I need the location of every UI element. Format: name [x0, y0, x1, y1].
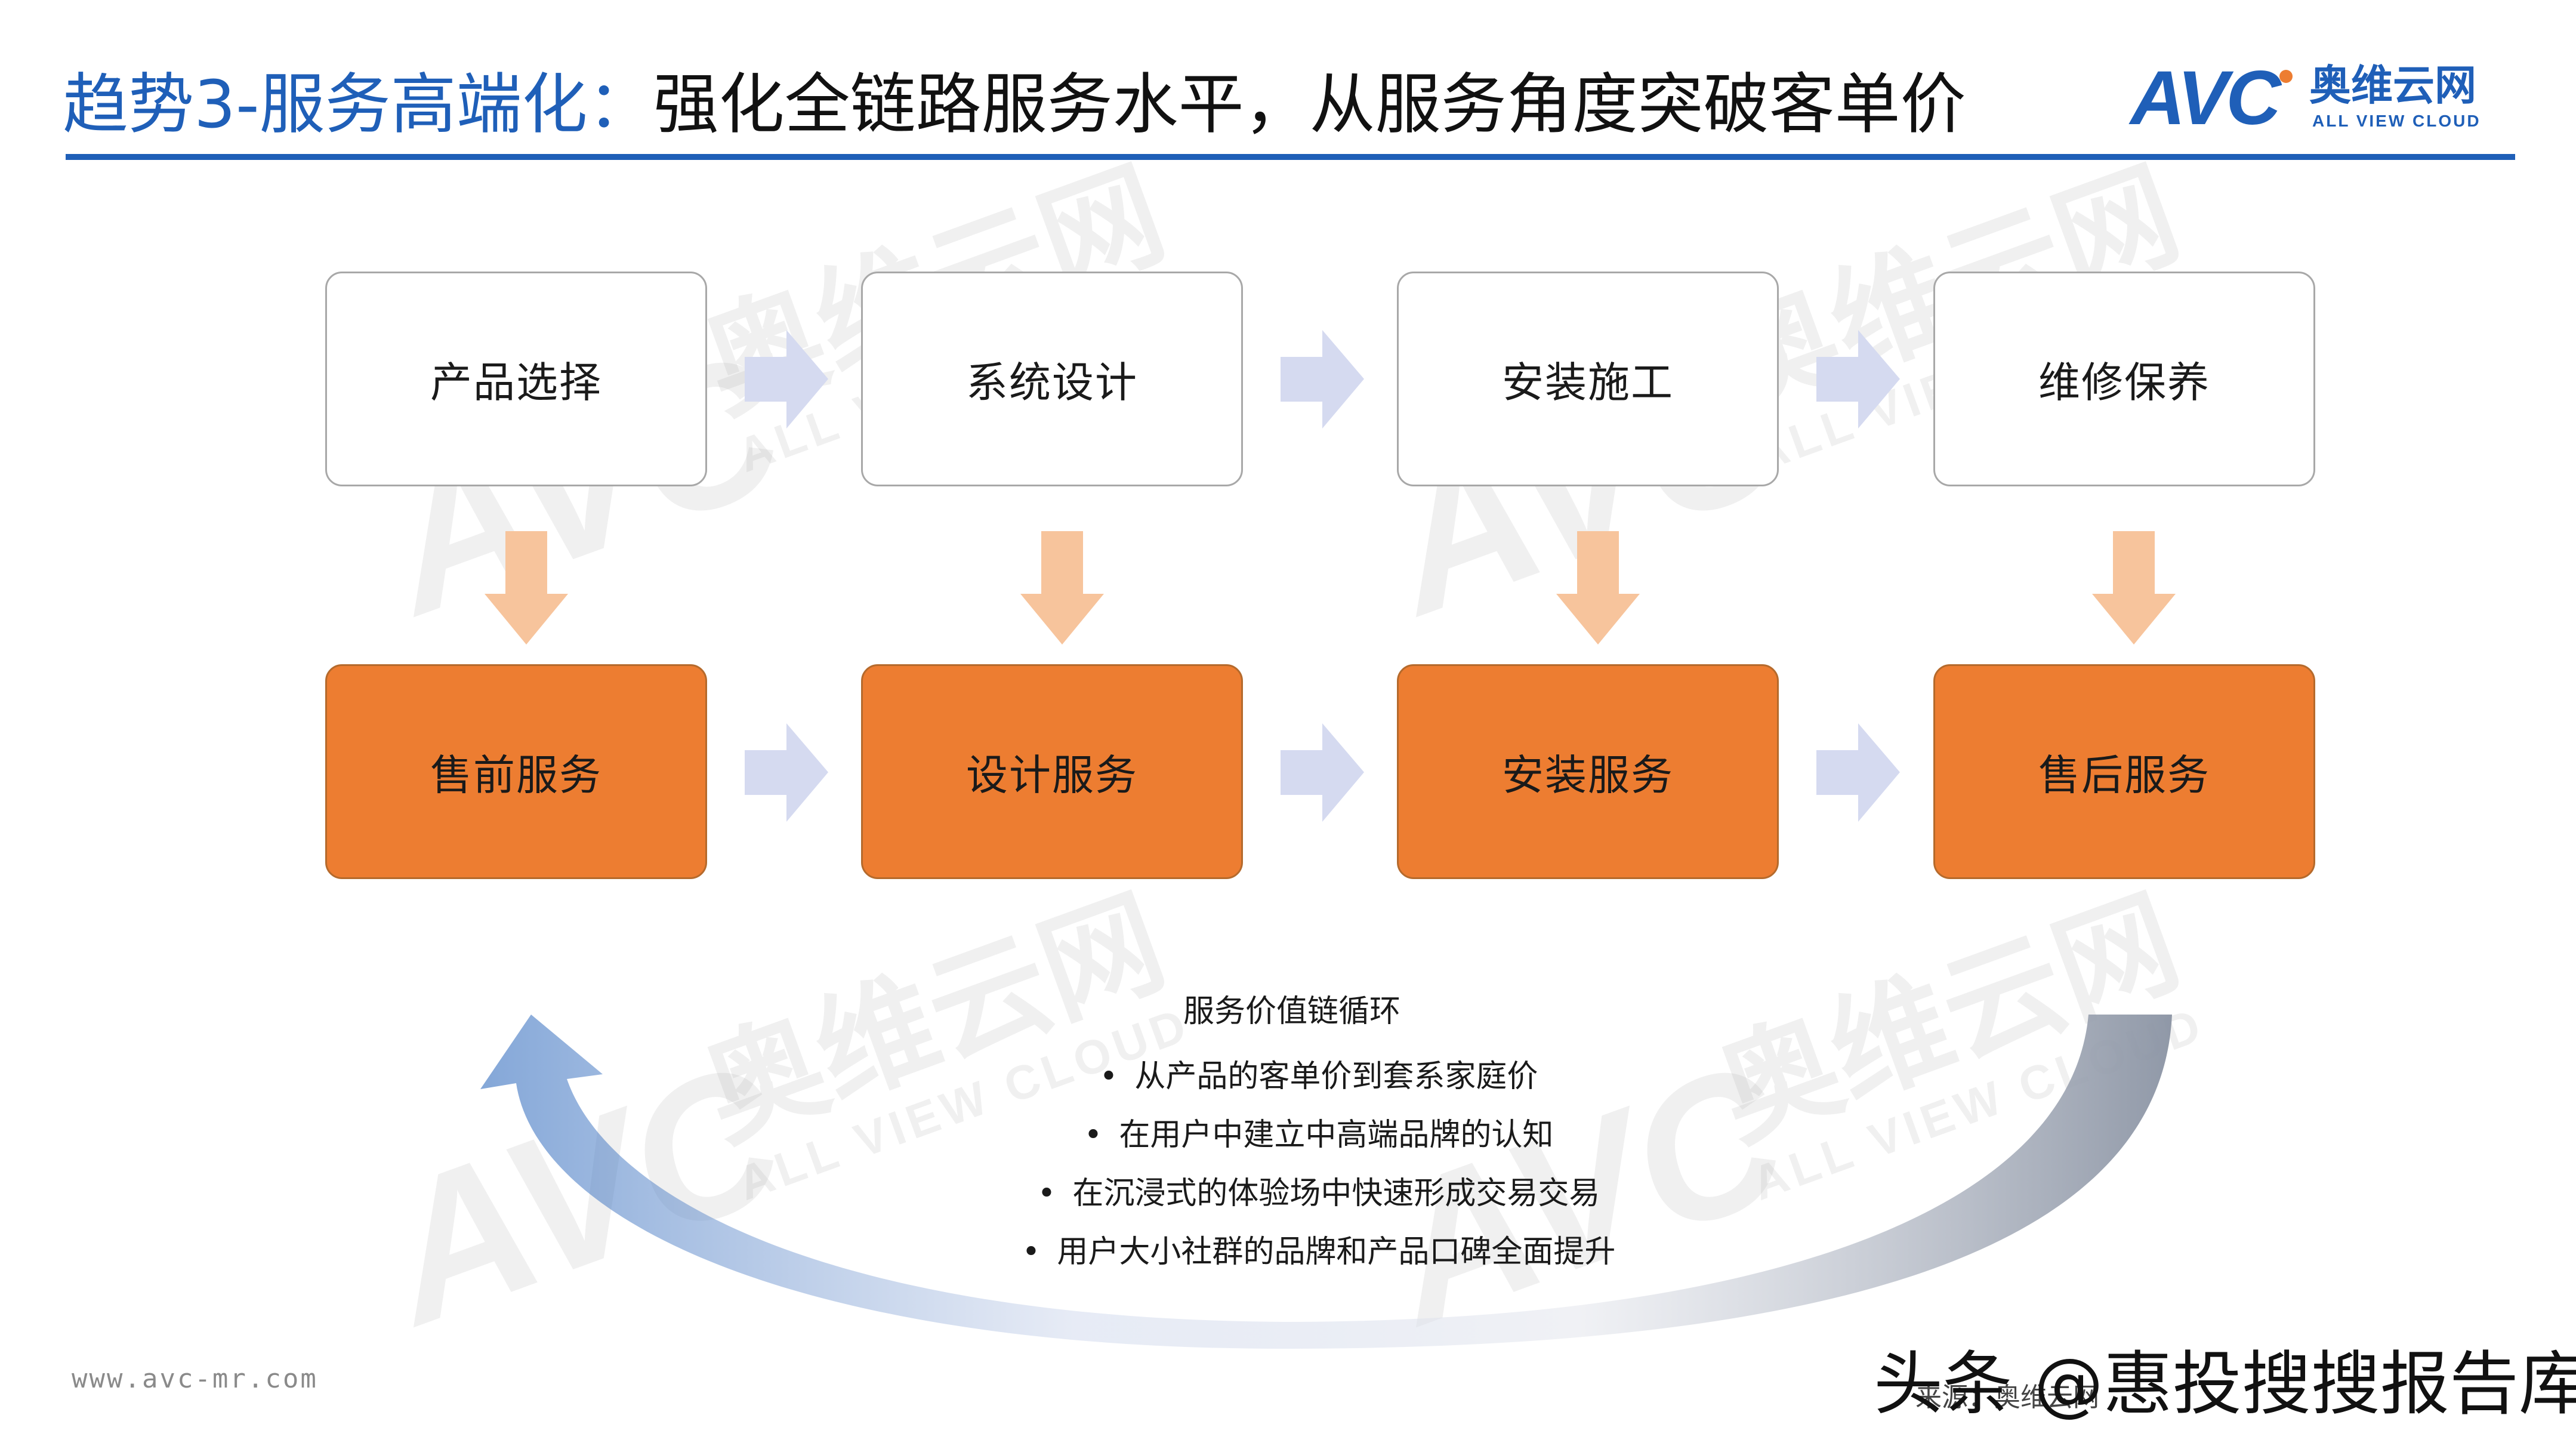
bullet-icon: • — [1022, 1234, 1041, 1270]
down-arrow-icon — [1020, 531, 1104, 645]
service-aftersale: 售后服务 — [1933, 664, 2315, 879]
right-arrow-icon — [745, 330, 828, 428]
service-presale: 售前服务 — [325, 664, 707, 879]
list-item: •在沉浸式的体验场中快速形成交易交易 — [1037, 1176, 1600, 1211]
right-arrow-icon — [1281, 723, 1364, 822]
page-title: 趋势3-服务高端化：强化全链路服务水平，从服务角度突破客单价 — [63, 63, 1966, 146]
website-url: www.avc-mr.com — [72, 1364, 318, 1394]
bullet-icon: • — [1084, 1117, 1103, 1153]
cycle-point-list: •从产品的客单价到套系家庭价 •在用户中建立中高端品牌的认知 •在沉浸式的体验场… — [716, 1047, 1921, 1281]
flow-step-installation: 安装施工 — [1397, 272, 1779, 486]
source-note: 来源：奥维云网 — [1915, 1382, 2099, 1413]
title-divider — [66, 154, 2515, 160]
source-overlay-watermark: 头条 @惠投搜搜报告库 — [1874, 1344, 2576, 1425]
down-arrow-icon — [1556, 531, 1640, 645]
right-arrow-icon — [745, 723, 828, 822]
list-item: •在用户中建立中高端品牌的认知 — [1084, 1117, 1554, 1153]
bullet-icon: • — [1037, 1176, 1056, 1211]
service-design: 设计服务 — [861, 664, 1243, 879]
flow-step-system-design: 系统设计 — [861, 272, 1243, 486]
down-arrow-icon — [485, 531, 568, 645]
brand-logo-dot — [2279, 70, 2293, 83]
flow-step-product-selection: 产品选择 — [325, 272, 707, 486]
cycle-title: 服务价值链循环 — [1183, 994, 1400, 1029]
right-arrow-icon — [1816, 330, 1900, 428]
flow-step-maintenance: 维修保养 — [1933, 272, 2315, 486]
bullet-icon: • — [1099, 1059, 1118, 1095]
service-installation: 安装服务 — [1397, 664, 1779, 879]
down-arrow-icon — [2092, 531, 2176, 645]
list-item: •用户大小社群的品牌和产品口碑全面提升 — [1022, 1234, 1616, 1270]
list-item: •从产品的客单价到套系家庭价 — [1099, 1059, 1538, 1095]
brand-logo-cn: 奥维云网 — [2309, 61, 2476, 110]
page-title-lead: 趋势3-服务高端化： — [63, 66, 653, 143]
right-arrow-icon — [1816, 723, 1900, 822]
page-title-main: 强化全链路服务水平，从服务角度突破客单价 — [653, 66, 1966, 143]
brand-logo: AVC 奥维云网 ALL VIEW CLOUD — [2130, 57, 2518, 140]
brand-logo-mark: AVC — [2130, 56, 2281, 141]
right-arrow-icon — [1281, 330, 1364, 428]
brand-logo-en: ALL VIEW CLOUD — [2312, 112, 2481, 130]
